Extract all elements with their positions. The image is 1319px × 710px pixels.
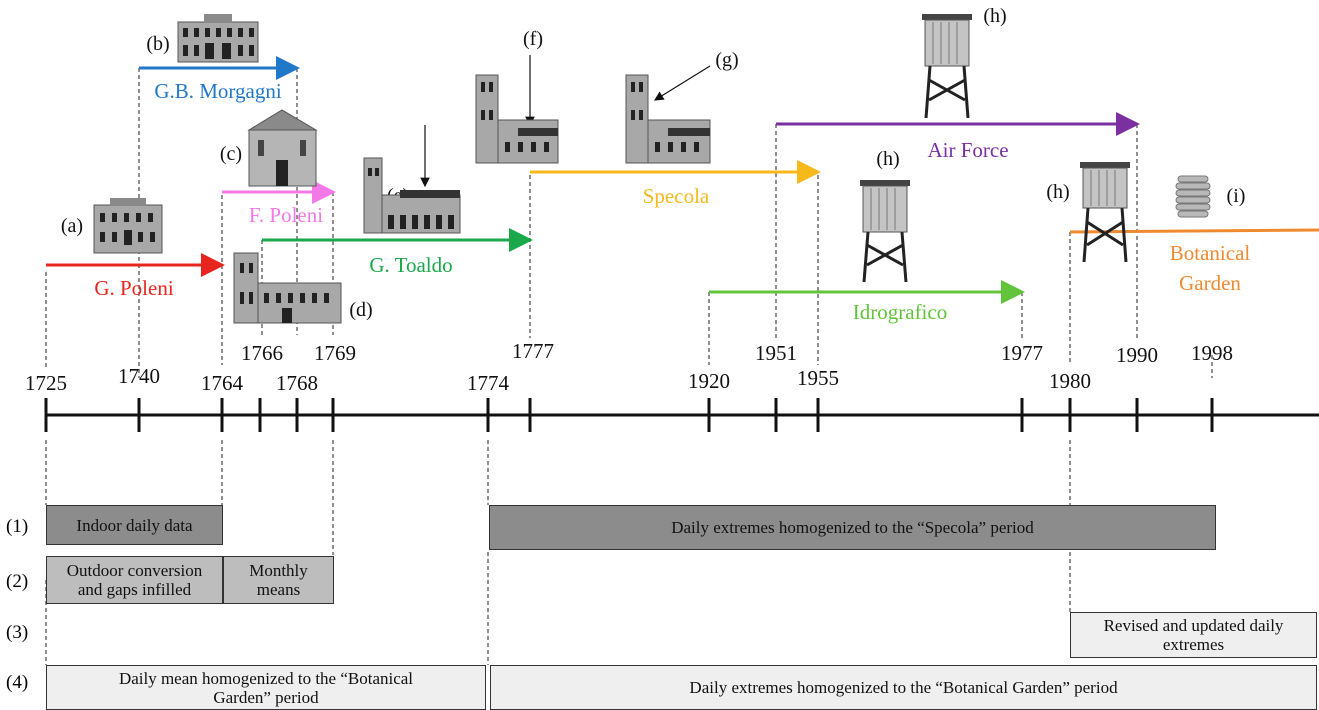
- weather-shelter-mid-icon: [860, 180, 910, 283]
- extremes-specola-box: Daily extremes homogenized to the “Speco…: [489, 505, 1216, 550]
- year-1764: 1764: [201, 371, 244, 395]
- building-d-icon: [233, 252, 342, 324]
- label-h-top: (h): [983, 5, 1006, 27]
- botanical-label-2: Garden: [1179, 271, 1241, 295]
- mean-bg-text-1: Daily mean homogenized to the “Botanical: [118, 668, 414, 688]
- axis-ticks: [44, 398, 1214, 432]
- label-a: (a): [61, 215, 83, 237]
- label-h-mid: (h): [876, 148, 899, 170]
- year-1977: 1977: [1001, 341, 1043, 365]
- extremes-specola-text: Daily extremes homogenized to the “Speco…: [671, 518, 1034, 537]
- specola-label: Specola: [643, 184, 710, 208]
- label-i: (i): [1227, 185, 1246, 207]
- f-poleni-label: F. Poleni: [249, 203, 323, 227]
- year-1774: 1774: [467, 371, 510, 395]
- idrografico-label: Idrografico: [853, 300, 947, 324]
- monthly-text-1: Monthly: [249, 561, 308, 580]
- indoor-daily-text: Indoor daily data: [76, 515, 193, 535]
- weather-shelter-top-icon: [922, 14, 972, 119]
- year-1768: 1768: [276, 371, 318, 395]
- radiation-shield-icon: [1175, 175, 1211, 218]
- pointer-g: [653, 65, 711, 101]
- outdoor-text-1: Outdoor conversion: [66, 561, 203, 580]
- year-1725: 1725: [25, 371, 67, 395]
- label-g: (g): [715, 49, 738, 71]
- year-1955: 1955: [797, 366, 839, 390]
- year-1766: 1766: [241, 341, 283, 365]
- monthly-means-box: Monthly means: [223, 556, 334, 604]
- row-label-3: (3): [6, 622, 29, 643]
- monthly-text-2: means: [256, 580, 301, 599]
- outdoor-conversion-box: Outdoor conversion and gaps infilled: [46, 556, 223, 604]
- building-b-icon: [177, 14, 259, 63]
- toaldo-label: G. Toaldo: [369, 253, 452, 277]
- label-c: (c): [220, 143, 242, 165]
- year-1990: 1990: [1116, 343, 1158, 367]
- weather-shelter-right-icon: [1080, 162, 1130, 263]
- label-h-right: (h): [1046, 181, 1069, 203]
- building-f-icon: [475, 74, 559, 164]
- daily-mean-bg-box: Daily mean homogenized to the “Botanical…: [46, 665, 486, 710]
- building-g-icon: [625, 74, 711, 164]
- extremes-bg-box: Daily extremes homogenized to the “Botan…: [490, 665, 1317, 710]
- year-1998: 1998: [1191, 341, 1233, 365]
- air-force-label: Air Force: [927, 138, 1008, 162]
- revised-text-2: extremes: [1162, 635, 1225, 654]
- revised-text-1: Revised and updated daily: [1103, 616, 1284, 635]
- building-a-icon: [93, 198, 163, 254]
- label-d: (d): [349, 299, 372, 321]
- extremes-bg-text: Daily extremes homogenized to the “Botan…: [689, 678, 1118, 697]
- morgagni-label: G.B. Morgagni: [154, 79, 282, 103]
- mean-bg-text-2: Garden” period: [213, 687, 319, 707]
- building-c-icon: [247, 109, 318, 187]
- label-b: (b): [146, 33, 169, 55]
- year-1951: 1951: [755, 341, 797, 365]
- year-1769: 1769: [314, 341, 356, 365]
- year-1920: 1920: [688, 369, 730, 393]
- g-poleni-label: G. Poleni: [94, 276, 174, 300]
- building-e-icon: [363, 157, 461, 234]
- label-f: (f): [523, 28, 543, 50]
- outdoor-text-2: and gaps infilled: [77, 580, 192, 599]
- row-label-1: (1): [6, 516, 29, 537]
- year-1980: 1980: [1049, 369, 1091, 393]
- row-label-2: (2): [6, 571, 29, 592]
- row-label-4: (4): [6, 672, 29, 693]
- botanical-label-1: Botanical: [1170, 241, 1251, 265]
- year-1777: 1777: [512, 339, 554, 363]
- year-1740: 1740: [118, 364, 160, 388]
- revised-extremes-box: Revised and updated daily extremes: [1070, 612, 1317, 658]
- botanical-line: [1069, 228, 1319, 234]
- indoor-daily-box: Indoor daily data: [46, 505, 223, 545]
